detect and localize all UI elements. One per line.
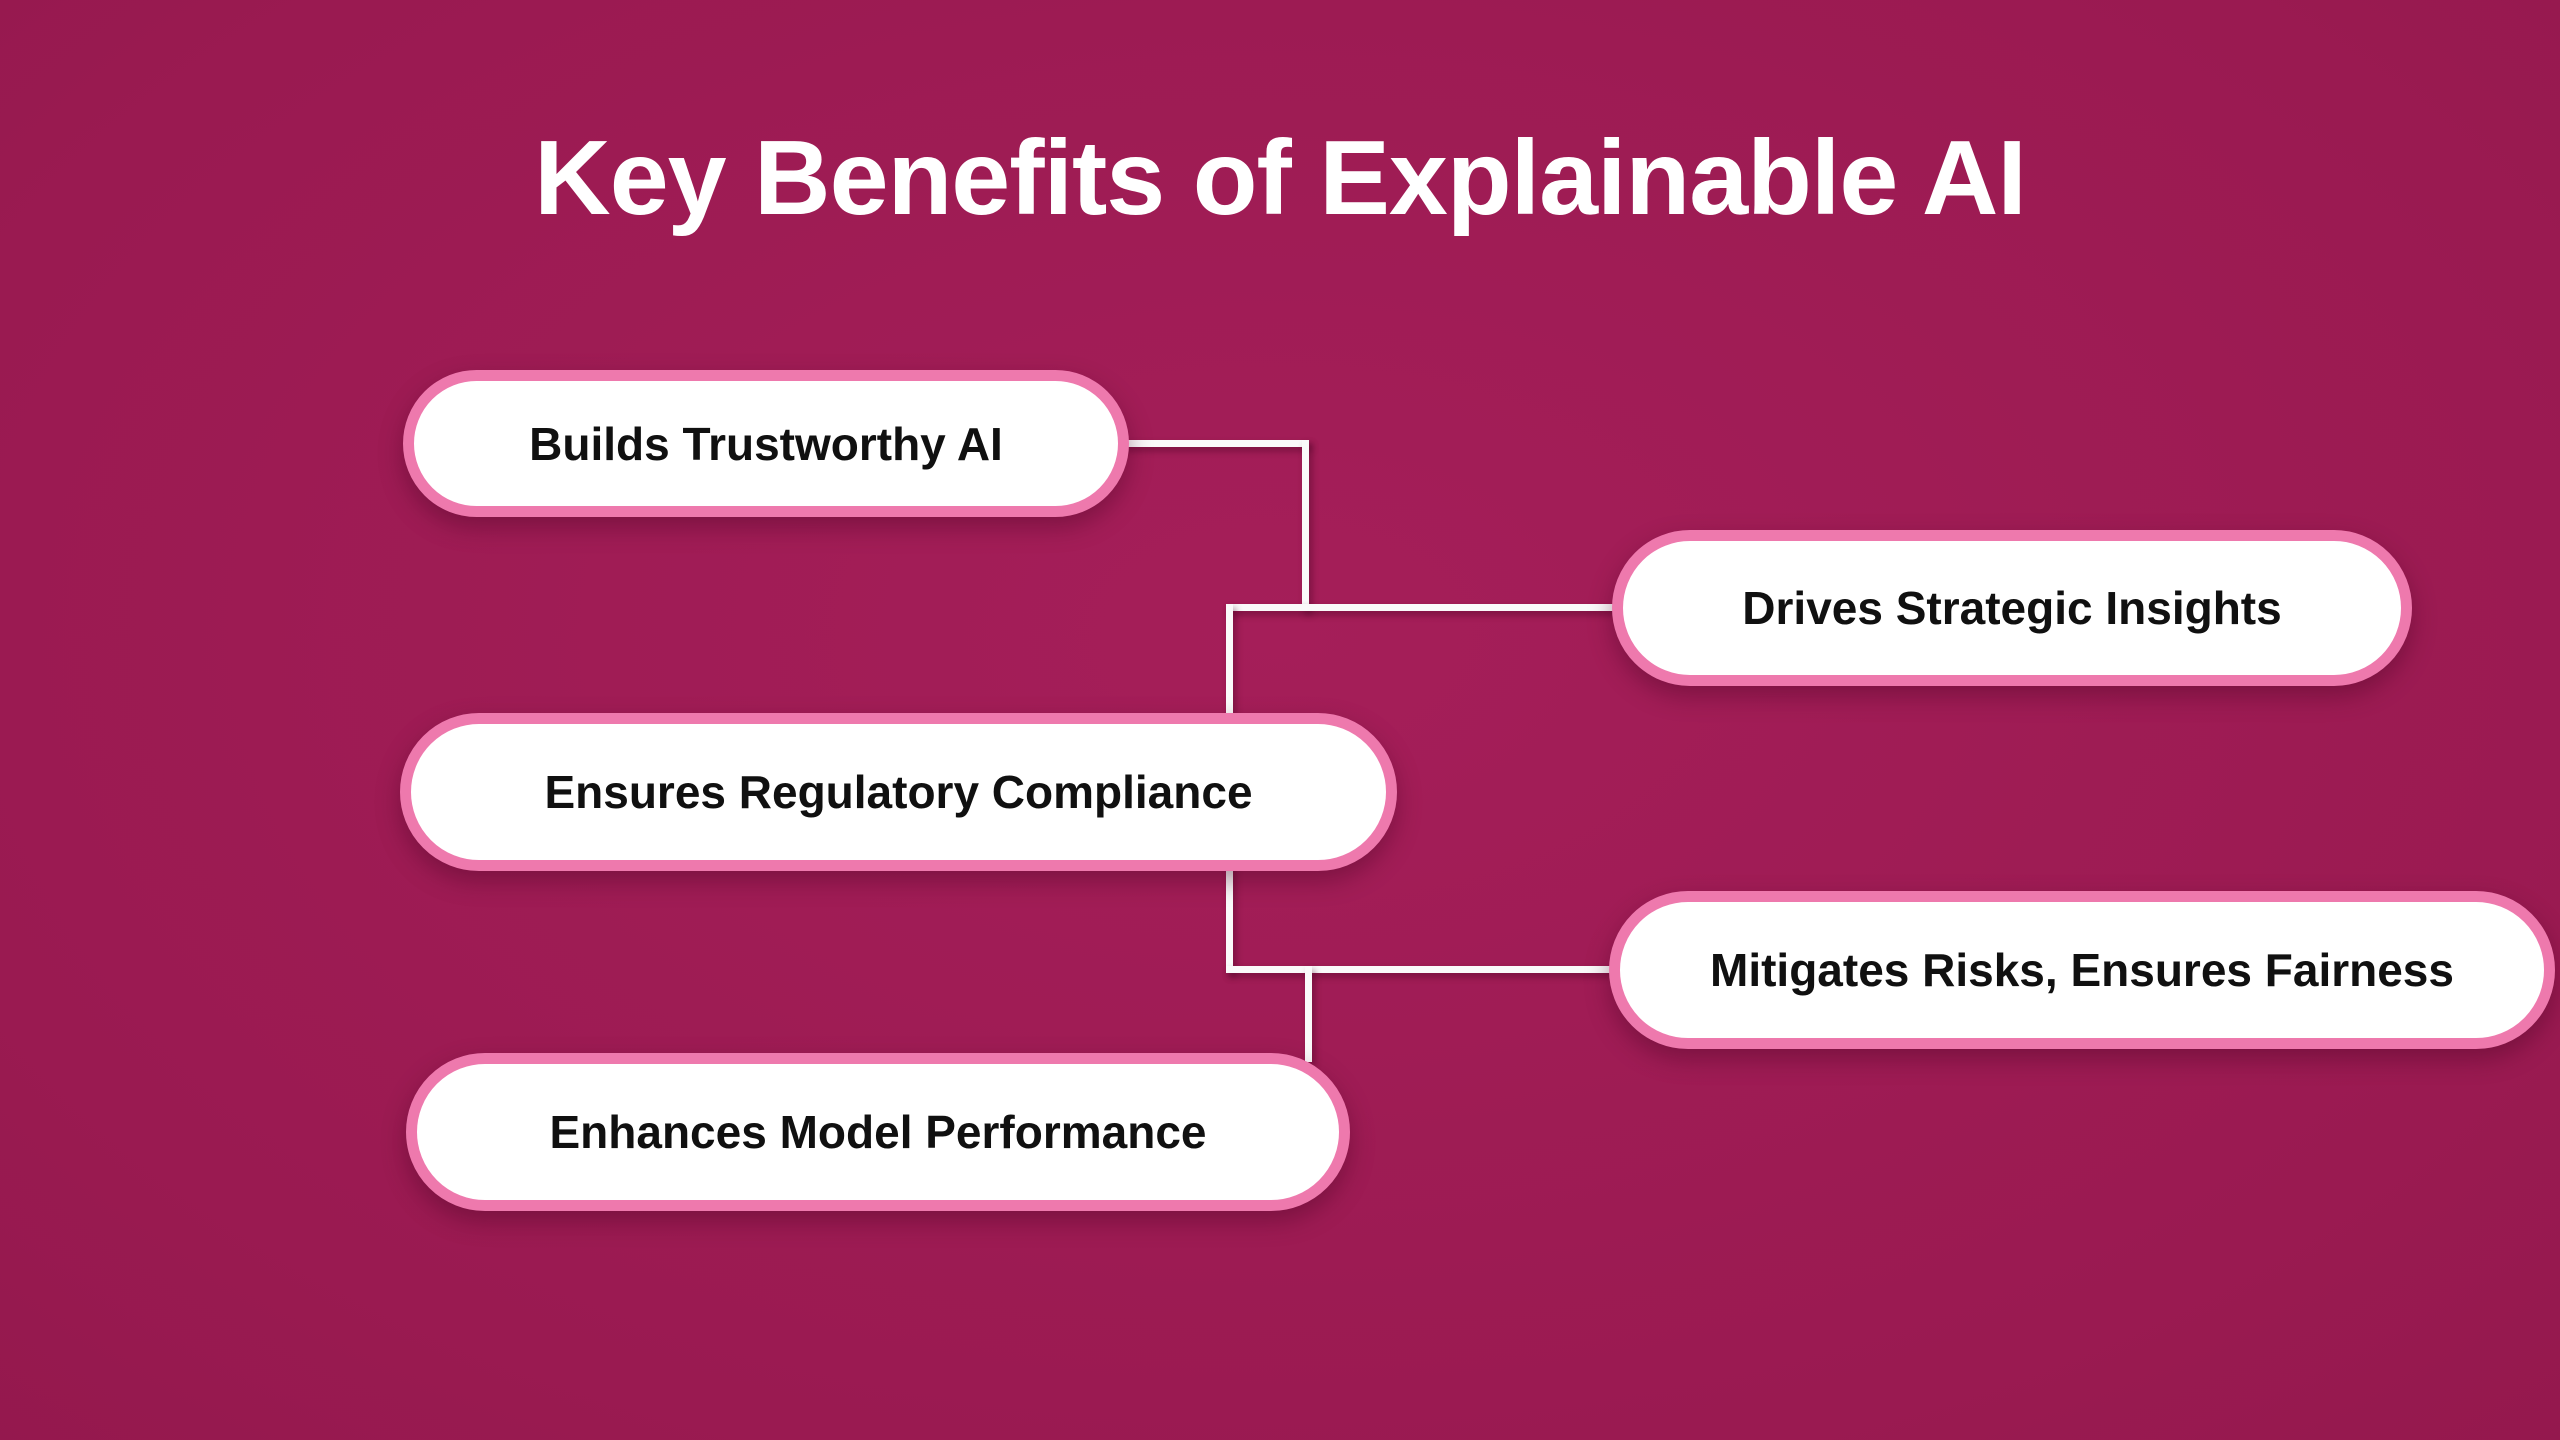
diagram-title: Key Benefits of Explainable AI: [534, 119, 2027, 237]
node-ensures-regulatory-compliance: Ensures Regulatory Compliance: [400, 713, 1397, 871]
node-label-drives-strategic-insights: Drives Strategic Insights: [1742, 582, 2282, 634]
connector-builds-down-v: [1302, 440, 1309, 611]
node-builds-trustworthy-ai: Builds Trustworthy AI: [403, 370, 1129, 517]
connector-to-enhances-v: [1305, 966, 1312, 1062]
connector-to-mitigates-h: [1226, 966, 1620, 973]
connector-ensures-down-v: [1226, 862, 1233, 973]
node-label-builds-trustworthy-ai: Builds Trustworthy AI: [529, 417, 1003, 470]
node-enhances-model-performance: Enhances Model Performance: [406, 1053, 1350, 1211]
connector-to-drives-h: [1226, 604, 1620, 611]
node-label-ensures-regulatory-compliance: Ensures Regulatory Compliance: [544, 766, 1253, 818]
connector-to-ensures-v: [1226, 604, 1233, 725]
node-label-enhances-model-performance: Enhances Model Performance: [549, 1106, 1207, 1158]
node-mitigates-risks-ensures-fairness: Mitigates Risks, Ensures Fairness: [1609, 891, 2555, 1049]
node-drives-strategic-insights: Drives Strategic Insights: [1612, 530, 2412, 686]
connector-builds-right-h: [1115, 440, 1309, 447]
node-label-mitigates-risks-ensures-fairness: Mitigates Risks, Ensures Fairness: [1710, 944, 2454, 996]
